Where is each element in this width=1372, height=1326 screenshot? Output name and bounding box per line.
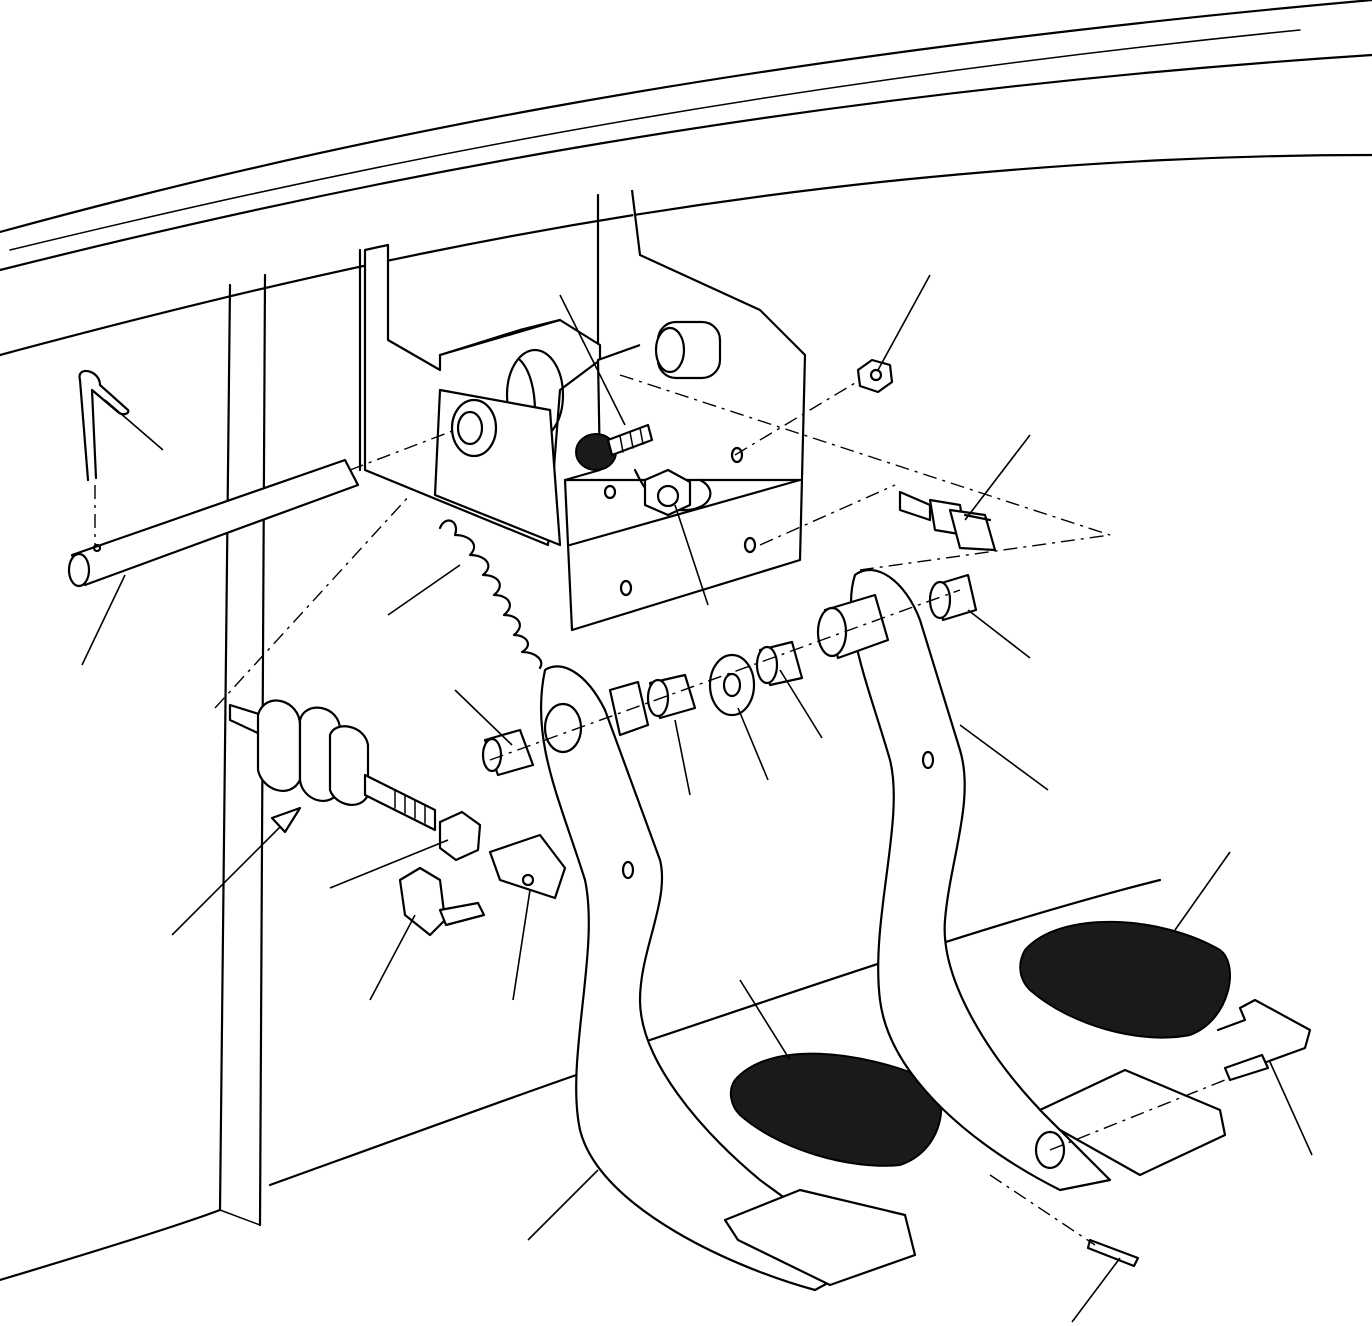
roll-pin xyxy=(1086,1238,1140,1268)
pedal-pad-right xyxy=(1019,920,1231,1177)
clutch-pedal xyxy=(539,665,872,1292)
nut xyxy=(643,468,692,517)
return-spring xyxy=(438,519,543,670)
clevis-pin-clip xyxy=(398,866,486,937)
leader-lines xyxy=(81,274,1313,1323)
assembly-centerlines xyxy=(94,374,1226,1246)
mounting-bracket xyxy=(363,243,602,547)
pivot-shaft xyxy=(67,458,360,588)
brake-master-cylinder xyxy=(228,699,437,832)
stop-light-switch xyxy=(898,490,997,552)
pedal-lock-link xyxy=(1216,998,1312,1082)
lock-nut xyxy=(438,810,482,862)
mounting-plate xyxy=(563,189,807,632)
cotter-pin xyxy=(78,369,130,482)
jam-nut xyxy=(856,358,894,394)
pedal-pad-left xyxy=(723,1052,943,1287)
cab-roof-outline xyxy=(0,0,1372,357)
adjusting-bolt xyxy=(575,423,654,471)
clevis xyxy=(488,833,567,900)
